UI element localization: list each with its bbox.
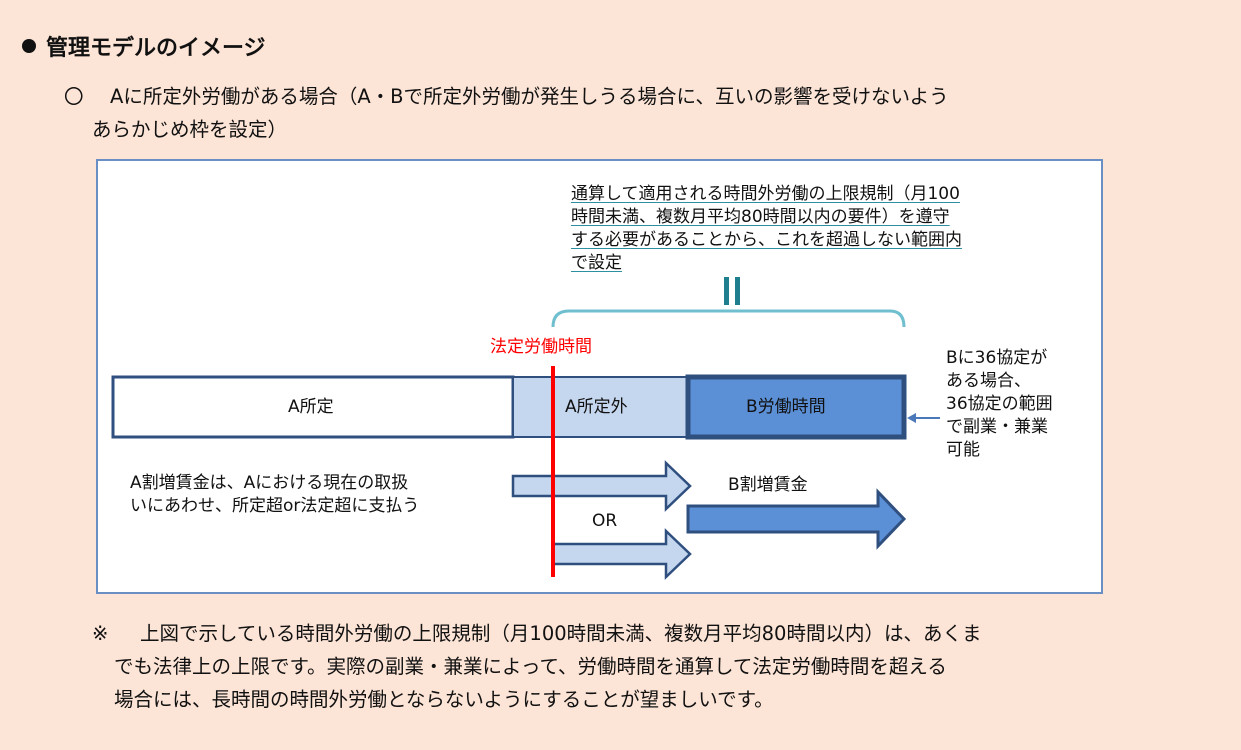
note-line-3: 場合には、長時間の時間外労働とならないようにすることが望ましいです。 — [114, 688, 774, 711]
b-agreement-note: Bに36協定が ある場合、 36協定の範囲 で副業・兼業 可能 — [946, 347, 1053, 462]
bar-a-scheduled-label: A所定 — [288, 397, 334, 417]
b-note-line-1: Bに36協定が — [946, 348, 1048, 368]
b-note-pointer-head — [907, 413, 916, 423]
footnote: ※ 上図で示している時間外労働の上限規制（月100時間未満、複数月平均80時間以内… — [92, 617, 1212, 716]
note-line-1: 上図で示している時間外労働の上限規制（月100時間未満、複数月平均80時間以内）… — [140, 622, 982, 645]
b-note-line-5: 可能 — [946, 440, 980, 460]
b-note-line-3: 36協定の範囲 — [946, 394, 1053, 414]
b-note-line-2: ある場合、 — [946, 371, 1031, 391]
callout-line-2: 時間未満、複数月平均80時間以内の要件）を遵守 — [571, 207, 950, 227]
subtitle-line-2: あらかじめ枠を設定） — [92, 118, 288, 141]
heading-text: 管理モデルのイメージ — [46, 36, 266, 61]
a-premium-text: A割増賃金は、Aにおける現在の取扱 いにあわせ、所定超or法定超に支払う — [130, 472, 419, 518]
note-line-2: でも法律上の上限です。実際の副業・兼業によって、労働時間を通算して法定労働時間を… — [114, 655, 947, 678]
a-premium-line-2: いにあわせ、所定超or法定超に支払う — [130, 496, 420, 516]
diagram-graphics — [111, 277, 940, 580]
b-premium-arrow — [686, 488, 907, 550]
range-brace — [551, 309, 906, 328]
callout-line-3: する必要があることから、これを超過しない範囲内 — [571, 230, 962, 250]
diagram-panel: 通算して適用される時間外労働の上限規制（月100 時間未満、複数月平均80時間以… — [96, 159, 1103, 594]
callout-line-4: で設定 — [571, 253, 622, 273]
subtitle: 〇 Aに所定外労働がある場合（A・Bで所定外労働が発生しうる場合に、互いの影響を受… — [64, 80, 1214, 146]
equals-icon-right — [735, 277, 740, 305]
or-label: OR — [592, 511, 618, 531]
bar-a-overtime — [512, 376, 689, 438]
equals-icon-left — [724, 277, 729, 305]
circle-mark: 〇 — [64, 85, 84, 108]
b-note-line-4: で副業・兼業 — [946, 417, 1048, 437]
note-mark: ※ — [92, 622, 109, 645]
page-heading: 管理モデルのイメージ — [22, 30, 266, 62]
a-premium-line-1: A割増賃金は、Aにおける現在の取扱 — [130, 473, 409, 493]
bullet-icon — [22, 39, 36, 53]
callout-line-1: 通算して適用される時間外労働の上限規制（月100 — [571, 184, 960, 204]
a-premium-arrow-upper — [511, 460, 692, 512]
bar-a-overtime-label: A所定外 — [565, 397, 628, 417]
subtitle-line-1: Aに所定外労働がある場合（A・Bで所定外労働が発生しうる場合に、互いの影響を受け… — [110, 85, 949, 108]
a-premium-arrow-lower — [551, 528, 692, 580]
b-premium-label: B割増賃金 — [728, 475, 808, 495]
bar-b-hours-label: B労働時間 — [746, 397, 826, 417]
bar-b-hours — [685, 374, 907, 440]
legal-hours-label: 法定労働時間 — [490, 337, 592, 357]
limit-callout: 通算して適用される時間外労働の上限規制（月100 時間未満、複数月平均80時間以… — [571, 183, 962, 275]
